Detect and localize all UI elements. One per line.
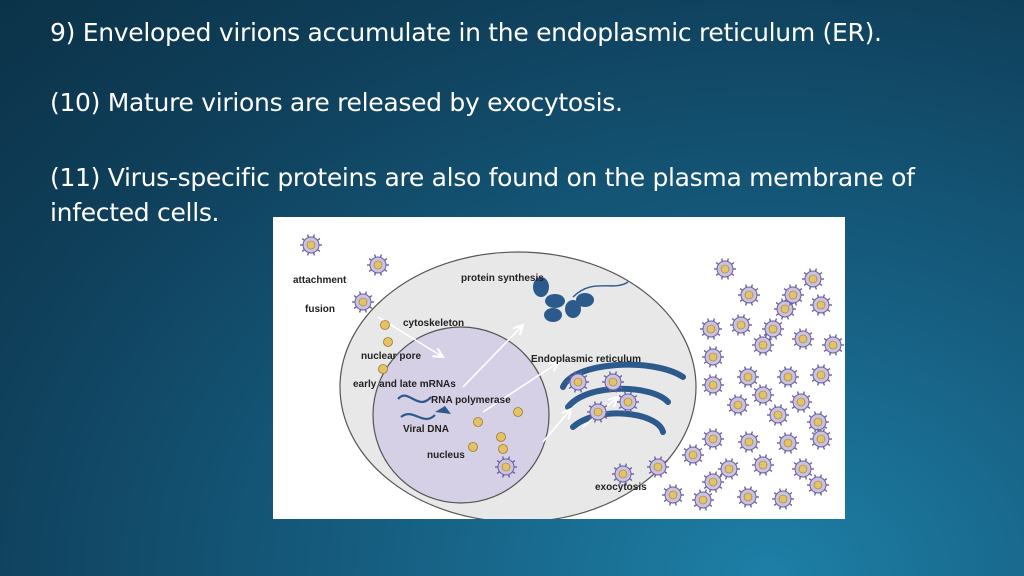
capsid-particle [498,444,508,454]
slide-line-10: (10) Mature virions are released by exoc… [50,88,623,117]
virion-particle [792,458,814,480]
virion-particle [662,484,684,506]
virion-particle [692,489,714,511]
virion-particle [587,401,609,423]
virion-particle [807,411,829,433]
virion-particle [702,346,724,368]
virion-particle [682,444,704,466]
virion-particle [730,314,752,336]
virus-replication-diagram: attachment fusion protein synthesis cyto… [273,217,845,519]
capsid-particle [468,442,478,452]
virion-particle [718,458,740,480]
virion-particle [714,258,736,280]
diagram-canvas: attachment fusion protein synthesis cyto… [293,234,844,519]
capsid-particle [383,337,393,347]
virion-particle [738,284,760,306]
virion-particle [792,328,814,350]
capsid-particle [473,417,483,427]
rna-polymerase-shape [435,406,451,414]
virion-particle [810,294,832,316]
virion-particle [737,366,759,388]
virion-particle [802,268,824,290]
virion-particle [702,428,724,450]
virion-particle [810,428,832,450]
virion-particle [738,431,760,453]
virion-particle [727,394,749,416]
label-early-late-mrnas: early and late mRNAs [353,379,456,390]
virion-particle [752,384,774,406]
virion-particle [782,284,804,306]
label-rna-polymerase: RNA polymerase [431,395,511,406]
virion-particle [777,366,799,388]
virion-particle [612,463,634,485]
virion-particle [647,456,669,478]
er-membranes [560,361,686,435]
label-exocytosis: exocytosis [595,482,647,493]
virion-particle [752,454,774,476]
capsid-particle [496,432,506,442]
label-nucleus: nucleus [427,450,465,461]
virion-particle [737,486,759,508]
label-cytoskeleton: cytoskeleton [403,318,464,329]
capsid-particle [380,320,390,330]
virion-particle [495,456,517,478]
virion-group [300,234,844,511]
mrna-strand [572,281,629,298]
virion-particle [700,318,722,340]
virion-particle [352,291,374,313]
virion-particle [300,234,322,256]
virion-particle [367,254,389,276]
viral-dna [397,394,436,421]
capsid-particle [513,407,523,417]
slide-line-9: 9) Enveloped virions accumulate in the e… [50,18,882,47]
slide-line-11: (11) Virus-specific proteins are also fo… [50,163,915,227]
virion-particle [807,474,829,496]
virion-particle [762,318,784,340]
virion-particle [822,334,844,356]
virion-particle [790,391,812,413]
virion-particle [772,488,794,510]
virion-particle [702,471,724,493]
capsid-particle [378,364,388,374]
virion-particle [810,364,832,386]
virion-particle [567,371,589,393]
label-fusion: fusion [305,304,335,315]
label-nuclear-pore: nuclear pore [361,351,421,362]
ribosome-cluster [533,277,594,322]
virion-particle [777,432,799,454]
virion-particle [752,334,774,356]
label-viral-dna: Viral DNA [403,424,449,435]
virion-particle [617,391,639,413]
virion-particle [702,374,724,396]
virion-particle [602,371,624,393]
label-attachment: attachment [293,275,347,286]
label-endoplasmic-reticulum: Endoplasmic reticulum [531,354,641,365]
label-protein-synthesis: protein synthesis [461,273,544,284]
virion-particle [767,404,789,426]
